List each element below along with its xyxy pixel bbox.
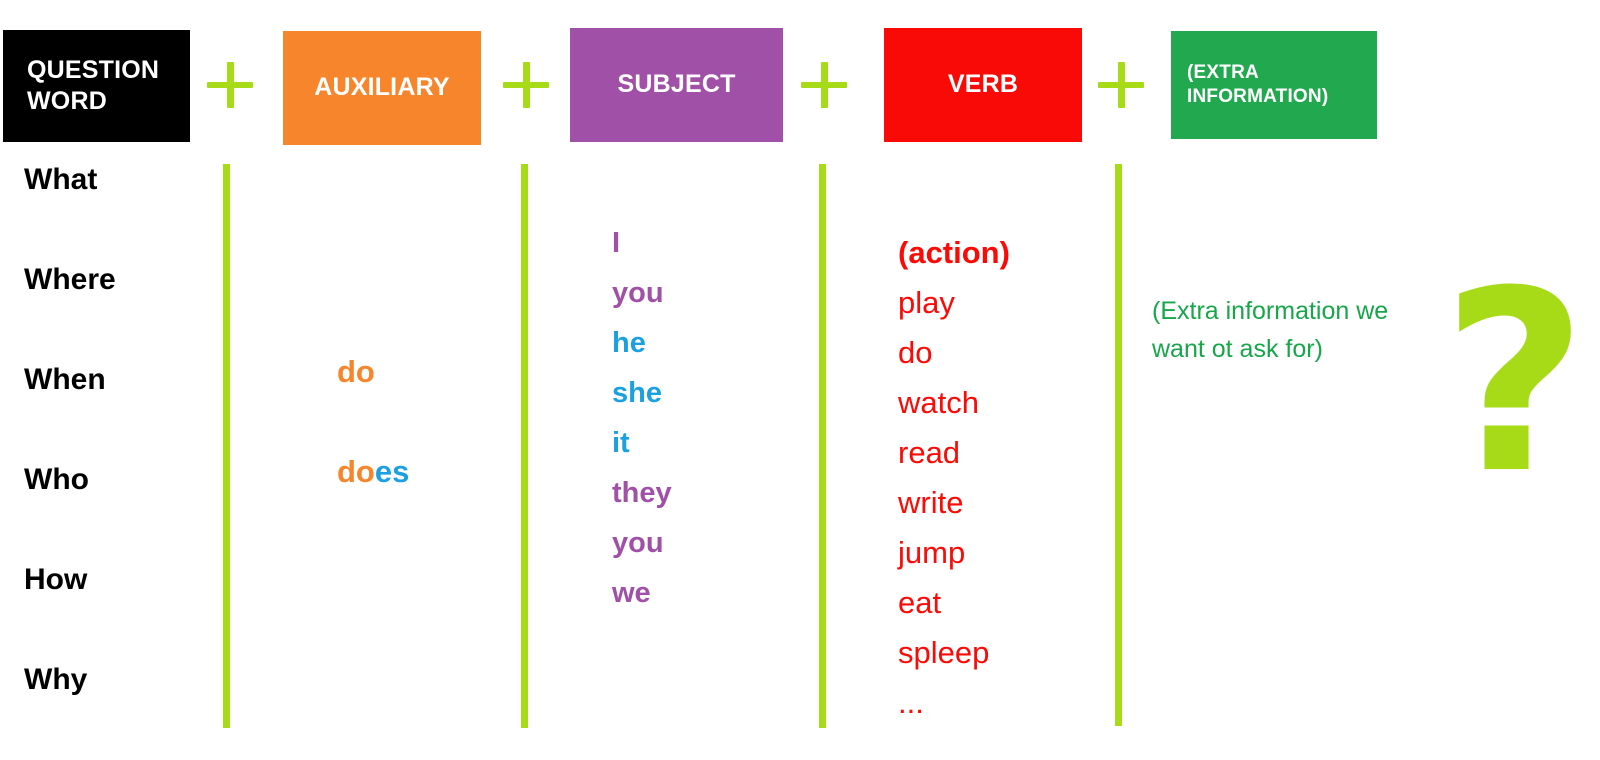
subject-item: you [612, 527, 664, 559]
header-box-auxiliary: AUXILIARY [283, 31, 481, 145]
header-label-extra-information: (EXTRA INFORMATION) [1187, 62, 1329, 107]
subject-item: you [612, 277, 664, 309]
verb-item: spleep [898, 635, 990, 670]
header-label-auxiliary: AUXILIARY [314, 73, 450, 102]
subject-item: it [612, 427, 630, 459]
extra-information-note: (Extra information we want ot ask for) [1152, 297, 1389, 363]
plus-icon-3 [801, 62, 847, 108]
auxiliary-item: do [337, 322, 497, 422]
header-label-subject: SUBJECT [617, 70, 736, 99]
question-word-item: What [24, 163, 98, 196]
question-word-item: Where [24, 263, 116, 296]
question-word-item: How [24, 563, 88, 596]
question-word-item: Why [24, 663, 88, 696]
verb-item: read [898, 435, 961, 470]
header-box-verb: VERB [884, 28, 1082, 142]
verb-item: (action) [898, 235, 1010, 270]
column-subject: I you he she it they you we [612, 218, 792, 618]
header-label-verb: VERB [947, 70, 1019, 99]
question-mark-icon: ? [1442, 237, 1588, 528]
subject-item: they [612, 477, 672, 509]
subject-item: she [612, 377, 662, 409]
column-auxiliary: do does [337, 322, 497, 522]
verb-item: write [898, 485, 964, 520]
header-box-question-word: QUESTION WORD [3, 30, 190, 142]
column-divider-2 [521, 164, 528, 728]
header-box-subject: SUBJECT [570, 28, 783, 142]
column-question-words: What Where When Who How Why [24, 152, 204, 752]
column-divider-1 [223, 164, 230, 728]
auxiliary-stem: do [337, 354, 375, 389]
plus-icon-1 [207, 62, 253, 108]
auxiliary-stem: do [337, 454, 375, 489]
column-divider-3 [819, 164, 826, 728]
header-box-extra-information: (EXTRA INFORMATION) [1171, 31, 1377, 139]
question-word-item: Who [24, 463, 89, 496]
verb-item: jump [898, 535, 966, 570]
verb-item: watch [898, 385, 979, 420]
header-label-question-word: QUESTION WORD [27, 55, 160, 115]
question-word-item: When [24, 363, 106, 396]
column-divider-4 [1115, 164, 1122, 726]
verb-item: do [898, 335, 933, 370]
plus-icon-2 [503, 62, 549, 108]
column-verb: (action) play do watch read write jump e… [898, 228, 1098, 728]
plus-icon-4 [1098, 62, 1144, 108]
verb-item: eat [898, 585, 942, 620]
auxiliary-item: does [337, 422, 497, 522]
verb-item: ... [898, 685, 924, 720]
subject-item: he [612, 327, 646, 359]
subject-item: I [612, 227, 621, 259]
subject-item: we [612, 577, 651, 609]
auxiliary-suffix: es [374, 454, 410, 489]
verb-item: play [898, 285, 955, 320]
